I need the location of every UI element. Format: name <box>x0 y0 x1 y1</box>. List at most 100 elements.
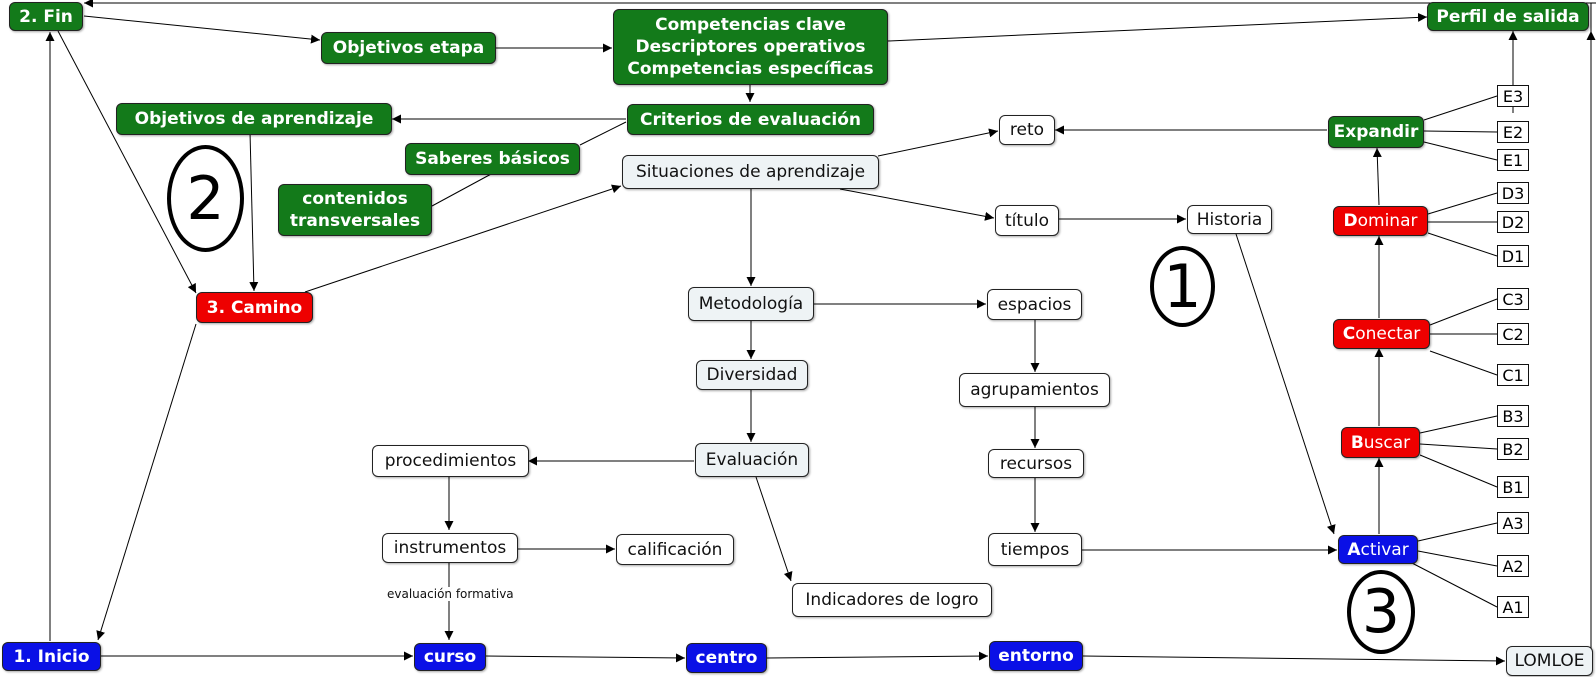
node-expandir-initial: E <box>1333 122 1346 142</box>
node-fin[interactable]: 2. Fin <box>9 2 83 31</box>
node-centro[interactable]: centro <box>686 643 767 673</box>
node-titulo-label: título <box>1005 210 1049 231</box>
node-contenidos-transversales[interactable]: contenidos transversales <box>278 184 432 236</box>
node-conectar[interactable]: Conectar <box>1333 319 1430 349</box>
node-situaciones-aprendizaje[interactable]: Situaciones de aprendizaje <box>622 155 879 189</box>
node-criterios-label: Criterios de evaluación <box>639 109 862 130</box>
node-competencias[interactable]: Competencias clave Descriptores operativ… <box>613 9 888 85</box>
node-objetivos-etapa[interactable]: Objetivos etapa <box>321 32 496 64</box>
node-expandir[interactable]: Expandir <box>1328 116 1424 148</box>
box-a3[interactable]: A3 <box>1497 512 1529 534</box>
node-instrumentos[interactable]: instrumentos <box>382 533 518 563</box>
box-e1[interactable]: E1 <box>1497 149 1529 171</box>
box-c2-label: C2 <box>1502 324 1524 344</box>
box-b1[interactable]: B1 <box>1497 476 1529 498</box>
node-activar-initial: A <box>1347 539 1361 560</box>
node-lomloe[interactable]: LOMLOE <box>1506 646 1593 676</box>
edge-situaciones-titulo <box>839 188 995 221</box>
node-historia[interactable]: Historia <box>1187 205 1272 234</box>
node-metodologia-label: Metodología <box>698 294 804 314</box>
circled-number-three-text: 3 <box>1361 577 1401 647</box>
node-activar[interactable]: Activar <box>1338 535 1418 564</box>
edge-camino-situaciones <box>304 184 622 293</box>
node-indicadores-logro[interactable]: Indicadores de logro <box>792 583 992 617</box>
edge-situaciones-reto <box>877 128 999 157</box>
node-camino[interactable]: 3. Camino <box>196 292 313 323</box>
node-espacios[interactable]: espacios <box>987 289 1082 320</box>
edge-fin-camino <box>57 30 197 294</box>
node-contenidos-line1: contenidos <box>302 189 408 209</box>
box-a1-label: A1 <box>1502 597 1524 617</box>
box-d3[interactable]: D3 <box>1497 182 1529 204</box>
circled-number-two-text: 2 <box>186 163 225 234</box>
box-e3-label: E3 <box>1502 86 1524 106</box>
node-diversidad[interactable]: Diversidad <box>696 360 808 390</box>
box-b3[interactable]: B3 <box>1497 405 1529 427</box>
node-fin-label: 2. Fin <box>19 6 73 27</box>
box-d1-label: D1 <box>1501 246 1525 266</box>
box-c2[interactable]: C2 <box>1497 323 1529 345</box>
node-inicio-label: 1. Inicio <box>13 646 90 667</box>
node-reto[interactable]: reto <box>999 115 1055 145</box>
node-criterios-evaluacion[interactable]: Criterios de evaluación <box>627 104 874 135</box>
edge-camino-inicio <box>96 323 197 641</box>
node-buscar[interactable]: Buscar <box>1341 427 1420 458</box>
node-procedimientos-label: procedimientos <box>384 451 517 471</box>
node-tiempos[interactable]: tiempos <box>988 533 1082 566</box>
node-dominar-initial: D <box>1343 211 1358 231</box>
box-b2[interactable]: B2 <box>1497 438 1529 460</box>
node-procedimientos[interactable]: procedimientos <box>372 445 529 477</box>
box-a2[interactable]: A2 <box>1497 555 1529 577</box>
node-titulo[interactable]: título <box>995 205 1059 236</box>
node-perfil-salida[interactable]: Perfil de salida <box>1427 2 1589 31</box>
box-d1[interactable]: D1 <box>1497 245 1529 267</box>
node-objetivos-aprendizaje[interactable]: Objetivos de aprendizaje <box>116 103 392 135</box>
circled-number-one-text: 1 <box>1163 251 1202 322</box>
node-perfil-label: Perfil de salida <box>1436 6 1580 27</box>
box-d3-label: D3 <box>1501 183 1525 203</box>
box-a1[interactable]: A1 <box>1497 596 1529 618</box>
box-c1[interactable]: C1 <box>1497 364 1529 386</box>
edge-evaluacion-indicadores <box>755 476 793 582</box>
node-dominar[interactable]: Dominar <box>1333 206 1428 236</box>
node-calificacion-label: calificación <box>627 539 723 560</box>
node-curso-label: curso <box>423 647 477 667</box>
edge-criterios-saberes <box>579 121 627 146</box>
box-d2[interactable]: D2 <box>1497 211 1529 233</box>
box-e3[interactable]: E3 <box>1497 85 1529 107</box>
box-c3-label: C3 <box>1502 289 1524 309</box>
node-evaluacion[interactable]: Evaluación <box>695 443 809 477</box>
edge-competencias-perfil <box>887 12 1428 42</box>
box-a3-label: A3 <box>1502 513 1524 533</box>
node-calificacion[interactable]: calificación <box>616 534 734 565</box>
node-dominar-rest: ominar <box>1357 211 1418 231</box>
node-saberes-basicos[interactable]: Saberes básicos <box>405 143 580 175</box>
node-camino-label: 3. Camino <box>206 297 303 318</box>
box-b3-label: B3 <box>1502 406 1524 426</box>
edge-entorno-lomloe <box>1082 655 1506 666</box>
node-centro-label: centro <box>695 648 758 668</box>
node-curso[interactable]: curso <box>414 643 486 671</box>
node-conectar-rest: onectar <box>1355 324 1421 344</box>
node-objetivos-etapa-label: Objetivos etapa <box>332 38 485 58</box>
node-entorno[interactable]: entorno <box>989 641 1083 671</box>
node-indicadores-label: Indicadores de logro <box>805 590 979 610</box>
node-buscar-initial: B <box>1350 432 1364 453</box>
edge-fin-objetivos-etapa <box>83 15 321 44</box>
box-b1-label: B1 <box>1502 477 1524 497</box>
node-recursos[interactable]: recursos <box>988 449 1084 478</box>
box-e2[interactable]: E2 <box>1497 121 1529 143</box>
node-agrupamientos[interactable]: agrupamientos <box>959 373 1110 407</box>
node-reto-label: reto <box>1009 120 1045 140</box>
node-objetivos-aprendizaje-label: Objetivos de aprendizaje <box>134 109 374 129</box>
node-inicio[interactable]: 1. Inicio <box>2 642 101 671</box>
box-a2-label: A2 <box>1502 556 1524 576</box>
node-metodologia[interactable]: Metodología <box>688 287 814 321</box>
edge-saberes-contenidos <box>431 172 494 207</box>
node-recursos-label: recursos <box>999 453 1073 474</box>
box-c3[interactable]: C3 <box>1497 288 1529 310</box>
box-c1-label: C1 <box>1502 365 1524 385</box>
edge-dominar-expandir <box>1372 147 1382 206</box>
box-e1-label: E1 <box>1502 150 1524 170</box>
